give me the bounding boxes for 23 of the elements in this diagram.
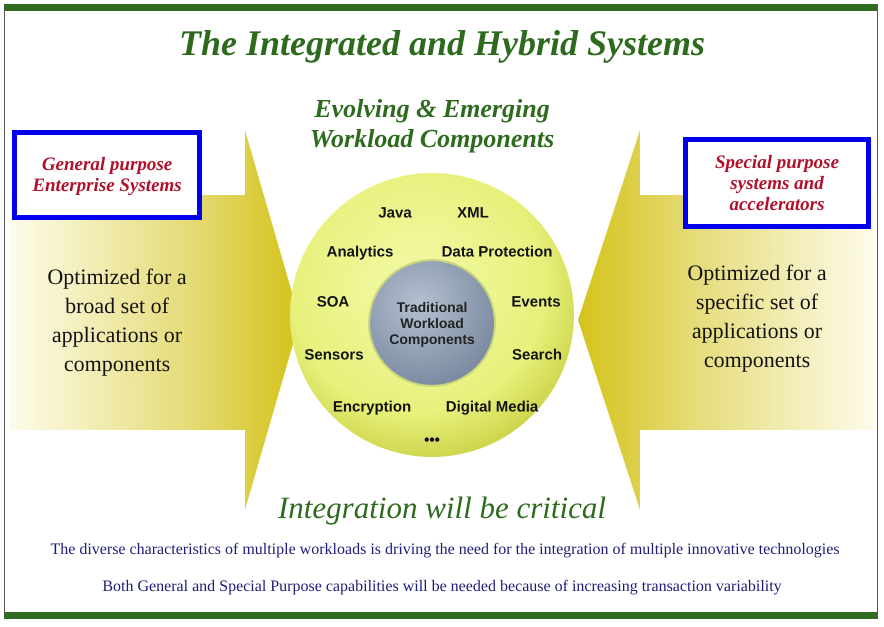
label-box <box>683 137 871 229</box>
title: The Integrated and Hybrid Systems <box>178 22 706 64</box>
component-label: Sensors <box>304 346 364 364</box>
arrow-text: Optimized for a broad set of applications or components <box>46 263 188 378</box>
component-label: Analytics <box>326 244 394 260</box>
component-label: ••• <box>424 432 440 448</box>
note: Both General and Special Purpose capabilities will be needed because of increasing transaction variability <box>101 578 783 595</box>
component-label: XML <box>457 204 489 222</box>
circle-text: Traditional Workload Components <box>388 299 476 347</box>
box-title: General purpose Enterprise Systems <box>31 154 183 196</box>
component-label: Digital Media <box>446 398 538 416</box>
component-label: Search <box>512 346 562 364</box>
note: The diverse characteristics of multiple workloads is driving the need for the integration of multiple innovative technologies <box>49 541 841 558</box>
component-label: Java <box>378 204 412 222</box>
circle-heading: Evolving & Emerging Workload Components <box>308 94 556 154</box>
label-box <box>12 130 202 220</box>
arrow-text: Optimized for a specific set of applications or components <box>686 259 828 374</box>
component-label: SOA <box>316 294 350 310</box>
component-label: Encryption <box>332 398 412 416</box>
callout-text: Integration will be critical <box>276 490 608 526</box>
component-label: Data Protection <box>442 244 552 260</box>
component-label: Events <box>511 294 561 310</box>
box-title: Special purpose systems and accelerators <box>714 152 840 214</box>
